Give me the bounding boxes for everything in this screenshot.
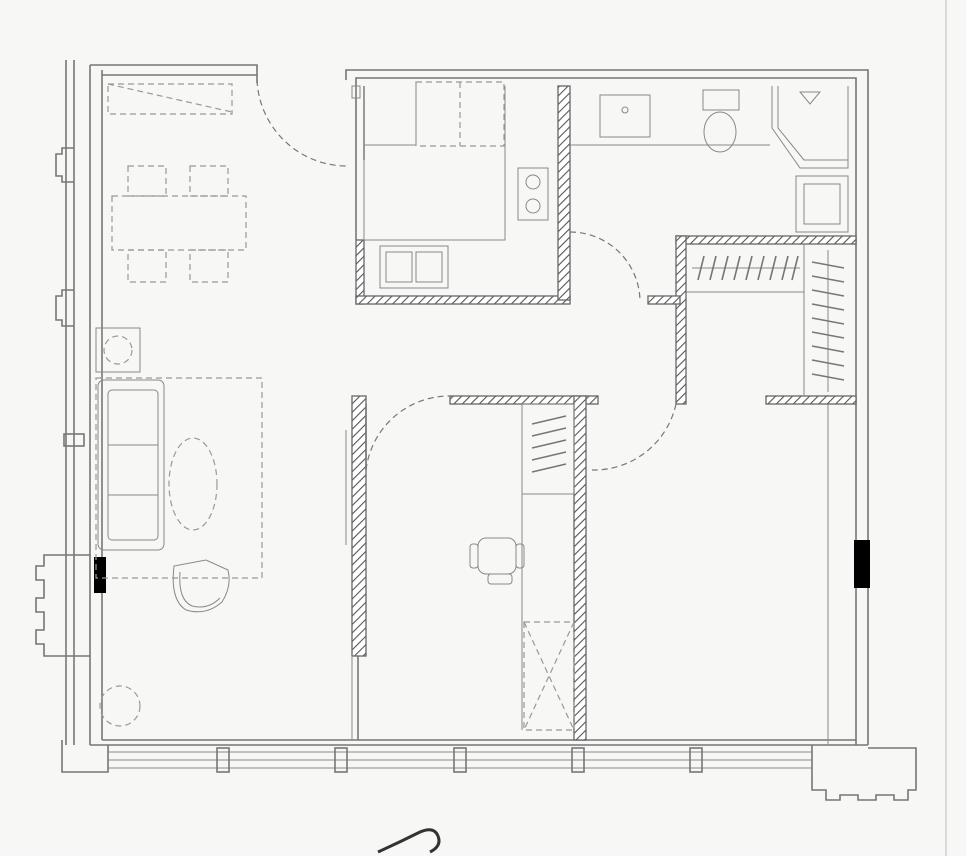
- floor-lamp: [99, 685, 141, 727]
- shower-head: [798, 91, 822, 105]
- left-wall-details: [35, 147, 870, 657]
- column-left: [94, 557, 106, 593]
- sofa: [97, 379, 165, 551]
- living-dining: [95, 83, 263, 727]
- kitchen: [256, 79, 571, 305]
- wardrobe: [521, 403, 575, 495]
- coffee-table: [168, 437, 218, 531]
- dining-chair: [189, 249, 229, 283]
- wall-hatched: [675, 235, 687, 405]
- hangers-vertical: [811, 261, 845, 381]
- wall-hatched: [351, 395, 367, 657]
- tub: [795, 175, 849, 233]
- toilet-bowl: [703, 111, 737, 153]
- wall-hatched: [765, 395, 857, 405]
- dining-table: [111, 195, 247, 251]
- dining-chair: [127, 165, 167, 197]
- wall-hatched: [355, 239, 365, 305]
- top-cabinet: [107, 83, 233, 115]
- wall-hatched: [647, 295, 681, 305]
- signature: [377, 828, 441, 854]
- wall-hatched: [557, 85, 571, 301]
- dining-chair: [189, 165, 229, 197]
- hangers-horizontal: [697, 255, 799, 281]
- exterior-walls: [61, 60, 917, 801]
- bath-sink: [599, 94, 651, 138]
- kitchen-sink: [379, 245, 449, 289]
- rug: [95, 377, 263, 579]
- toilet-tank: [702, 89, 740, 111]
- wall-hatched: [573, 395, 587, 741]
- dining-chair: [127, 249, 167, 283]
- closet: [591, 244, 845, 471]
- bathroom: [569, 86, 857, 405]
- wardrobe-hangers: [531, 415, 567, 473]
- bedroom: [345, 395, 599, 741]
- desk-chair: [477, 537, 517, 575]
- column-right: [854, 540, 870, 588]
- plant-pot: [95, 327, 141, 373]
- wall-hatched: [355, 295, 571, 305]
- plant-icon: [103, 335, 133, 365]
- storage-box: [523, 621, 575, 731]
- wall-hatched: [675, 235, 857, 245]
- cooktop: [517, 167, 549, 221]
- armchair: [172, 559, 230, 613]
